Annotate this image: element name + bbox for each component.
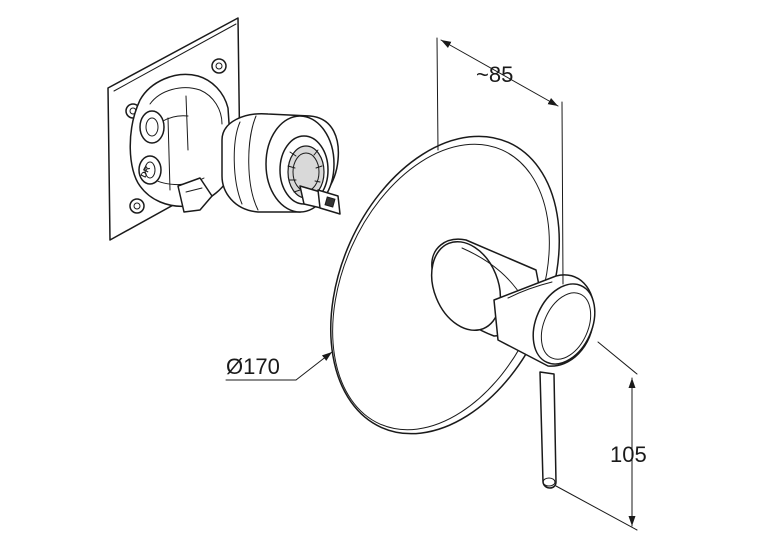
lever-height-label: 105: [610, 442, 647, 467]
mounting-screws: [125, 58, 227, 214]
diameter-label: Ø170: [226, 354, 280, 379]
mixer-trim: [330, 135, 596, 489]
lever-rod: [539, 371, 557, 489]
dimension-diameter: Ø170: [225, 351, 333, 381]
concealed-valve-body: DR: [107, 17, 341, 241]
dimension-depth: ~85: [436, 37, 564, 285]
dimension-lever-height: 105: [555, 341, 647, 531]
depth-label: ~85: [476, 62, 513, 87]
lever-handle: [430, 238, 596, 489]
